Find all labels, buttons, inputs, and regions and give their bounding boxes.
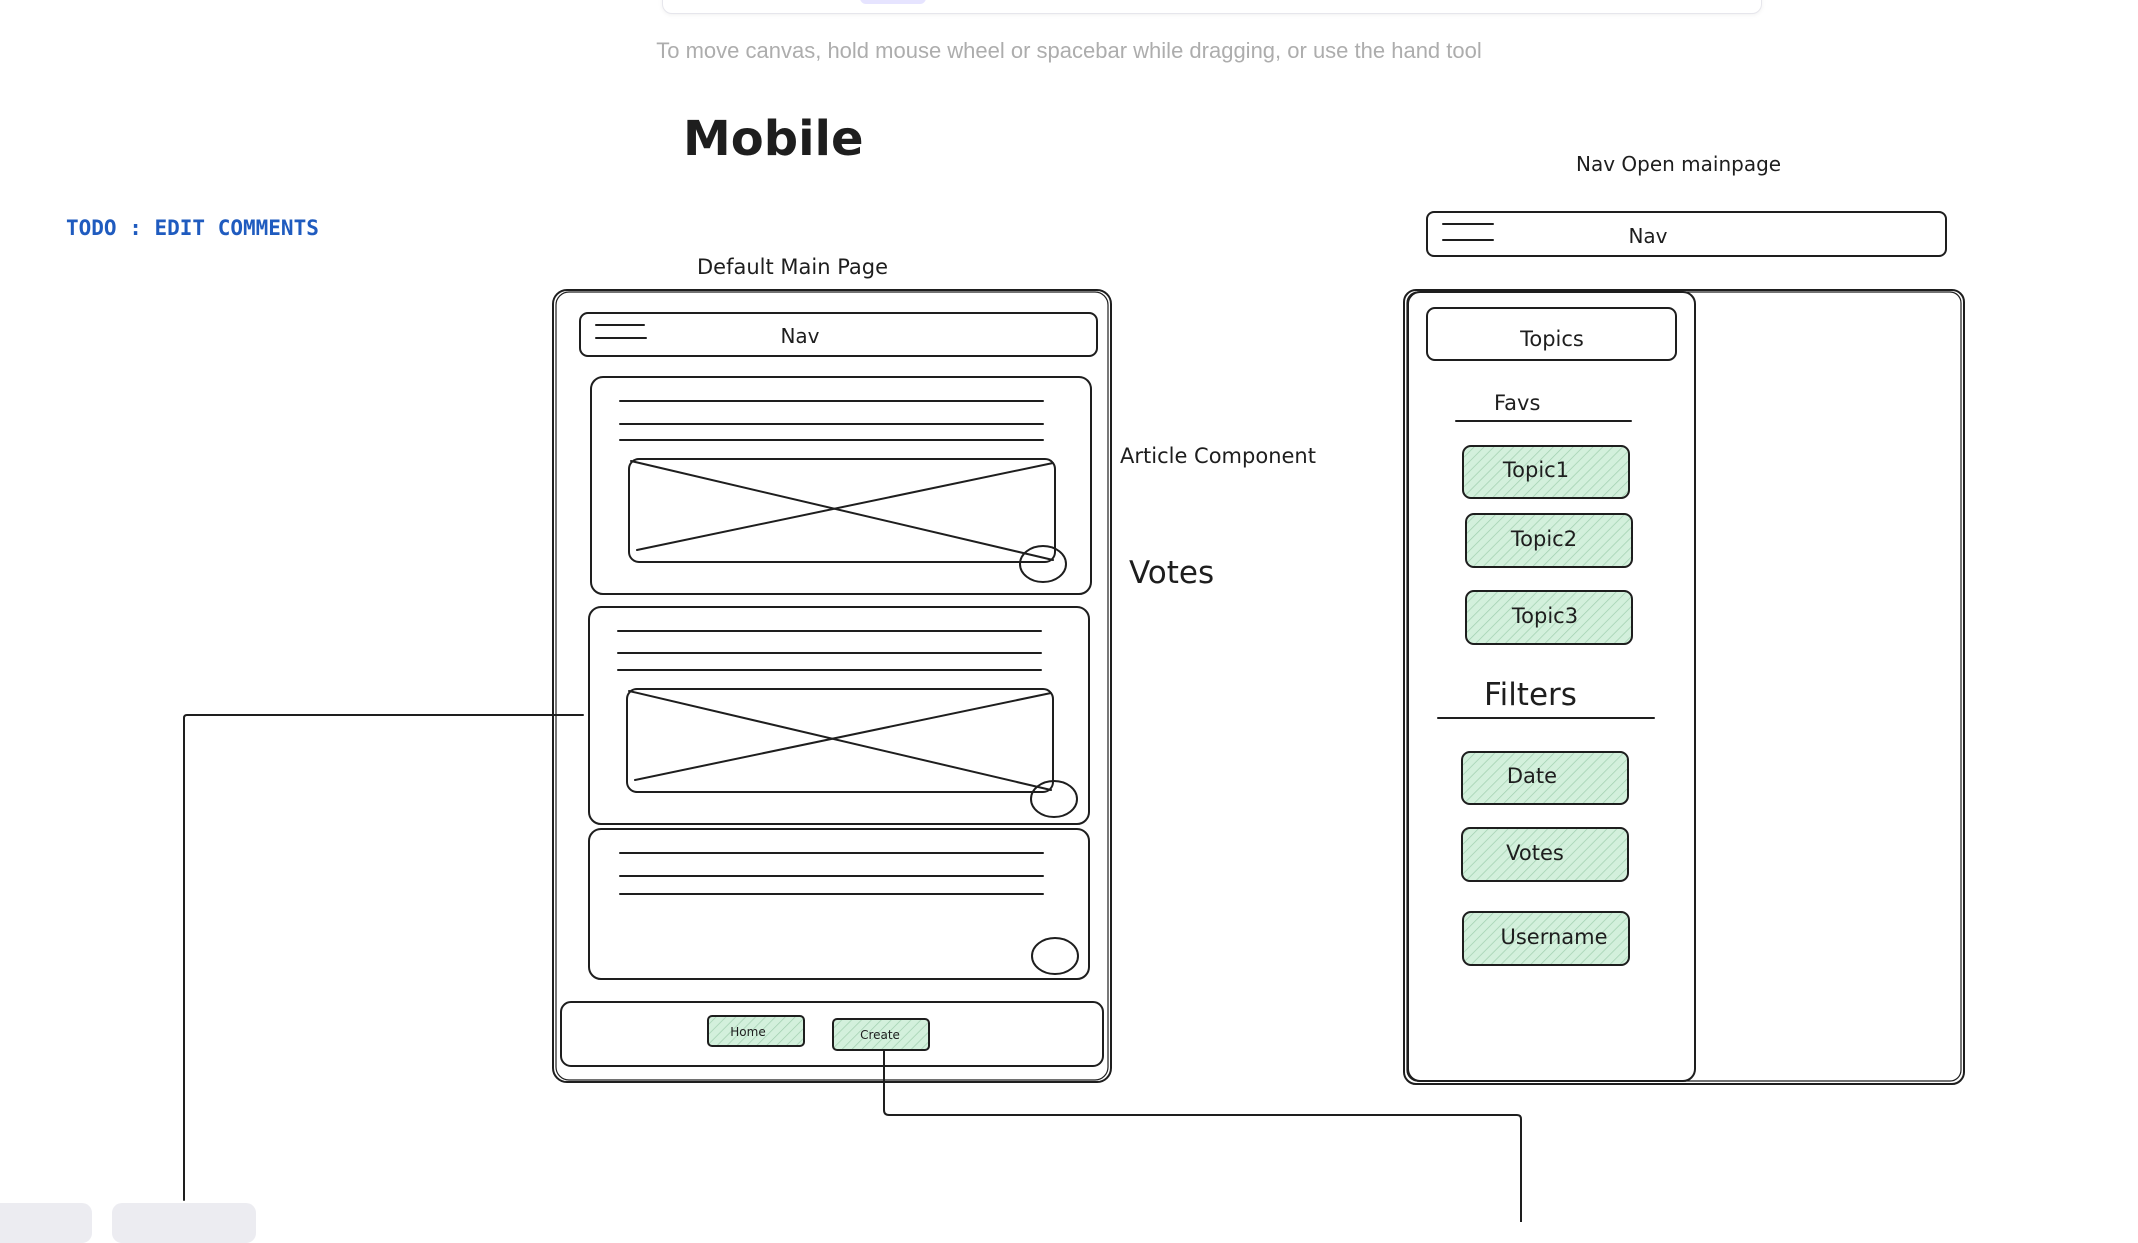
- filters-heading: Filters: [1484, 677, 1577, 713]
- nav-open-mainpage-label: Nav Open mainpage: [1576, 152, 1781, 176]
- fav-topic-button[interactable]: Topic2: [1465, 513, 1633, 568]
- fav-topic-label: Topic1: [1502, 458, 1569, 482]
- vote-circle-icon[interactable]: [1019, 545, 1067, 583]
- connector-line: [183, 714, 584, 1201]
- nav-open-header[interactable]: Nav: [1426, 211, 1947, 257]
- fav-topic-label: Topic2: [1510, 527, 1577, 551]
- topics-button-label: Topics: [1519, 327, 1584, 351]
- todo-note: TODO : EDIT COMMENTS: [66, 216, 319, 240]
- home-button[interactable]: Home: [707, 1015, 805, 1047]
- vote-circle-icon[interactable]: [1031, 937, 1079, 975]
- create-button[interactable]: Create: [832, 1018, 930, 1051]
- article-component-label: Article Component: [1120, 444, 1316, 468]
- nav-label: Nav: [1628, 224, 1667, 248]
- default-main-page-frame: [552, 289, 1112, 1083]
- filter-button-votes[interactable]: Votes: [1461, 827, 1629, 882]
- article-card[interactable]: [588, 606, 1090, 825]
- main-nav-bar[interactable]: Nav: [579, 312, 1098, 357]
- side-drawer: [1407, 291, 1696, 1082]
- filter-button-username[interactable]: Username: [1462, 911, 1630, 966]
- bottom-nav-bar: [560, 1001, 1104, 1067]
- favs-heading: Favs: [1494, 391, 1540, 415]
- default-main-page-label: Default Main Page: [697, 255, 888, 279]
- filter-label: Username: [1500, 925, 1607, 949]
- fav-topic-button[interactable]: Topic1: [1462, 445, 1630, 499]
- article-card[interactable]: [588, 828, 1090, 980]
- create-button-label: Create: [860, 1028, 900, 1042]
- fav-topic-button[interactable]: Topic3: [1465, 590, 1633, 645]
- filter-button-date[interactable]: Date: [1461, 751, 1629, 805]
- article-card[interactable]: [590, 376, 1092, 595]
- active-tool-indicator[interactable]: [860, 0, 926, 4]
- fav-topic-label: Topic3: [1511, 604, 1578, 628]
- image-placeholder: [626, 688, 1054, 793]
- filter-label: Date: [1507, 764, 1557, 788]
- home-button-label: Home: [730, 1025, 765, 1039]
- topics-button[interactable]: Topics: [1426, 307, 1677, 361]
- vote-circle-icon[interactable]: [1030, 780, 1078, 818]
- canvas-hint: To move canvas, hold mouse wheel or spac…: [656, 38, 1482, 63]
- connector-line: [883, 1042, 1522, 1222]
- mobile-title: Mobile: [683, 111, 864, 167]
- filter-label: Votes: [1506, 841, 1564, 865]
- image-placeholder: [628, 458, 1056, 563]
- votes-label: Votes: [1129, 555, 1214, 591]
- nav-label: Nav: [780, 324, 819, 348]
- main-toolbar: [662, 0, 1762, 14]
